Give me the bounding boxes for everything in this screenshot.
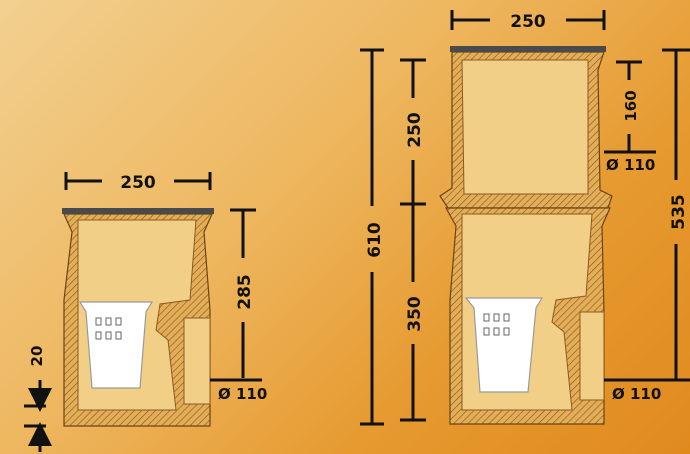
tall-side-height-label: 160 — [622, 90, 640, 121]
small-drain-outlet — [183, 317, 211, 405]
tall-bottom-outlet-label: Ø 110 — [612, 385, 661, 403]
small-drain: 250 285 Ø 110 20 — [24, 172, 267, 452]
tall-total-label: 610 — [365, 222, 385, 258]
small-height-label: 285 — [235, 274, 255, 310]
tall-drain-basket-holes — [483, 313, 510, 336]
tall-width-label: 250 — [510, 12, 546, 32]
small-drain-basket — [78, 301, 154, 389]
small-outlet-label: Ø 110 — [218, 385, 267, 403]
small-drain-basket-holes — [95, 317, 122, 340]
small-width-label: 250 — [120, 173, 156, 193]
tall-drain: 250 610 250 350 160 Ø 110 535 Ø 110 — [360, 10, 690, 426]
tall-upper-label: 250 — [405, 112, 425, 148]
small-drain-grate — [62, 208, 214, 214]
tall-bottom-height-label: 535 — [669, 194, 689, 230]
tall-lower-label: 350 — [405, 296, 425, 332]
small-base-label: 20 — [28, 346, 46, 367]
tall-drain-upper-cavity — [461, 59, 589, 195]
tall-drain-grate — [450, 46, 606, 52]
tall-side-outlet-label: Ø 110 — [606, 156, 655, 174]
tall-drain-outlet — [579, 311, 605, 401]
